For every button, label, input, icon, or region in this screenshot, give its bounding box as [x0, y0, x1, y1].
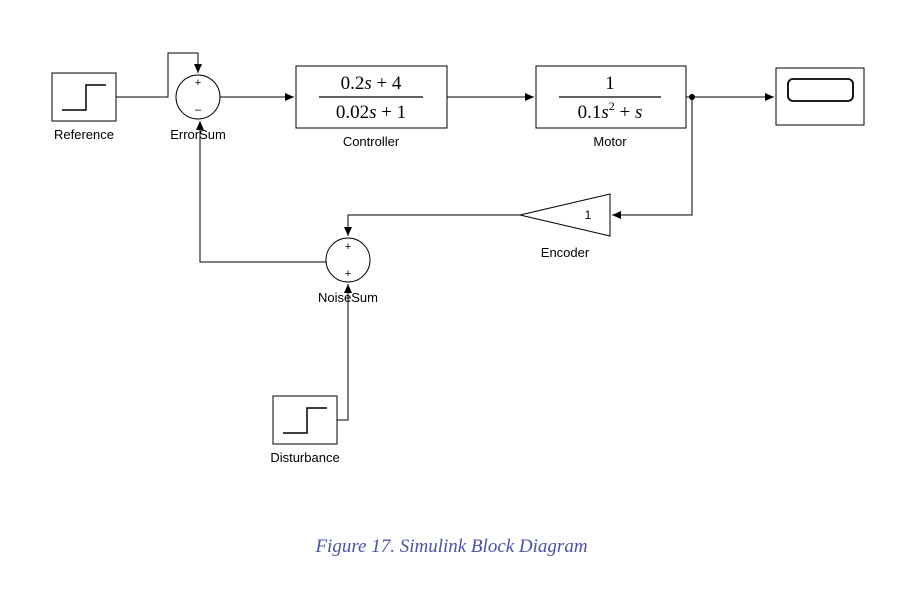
controller-label: Controller	[343, 134, 400, 149]
encoder-gain-value: 1	[585, 208, 592, 222]
branch-point	[689, 94, 695, 100]
motor-label: Motor	[593, 134, 627, 149]
noise-sum-plus-sign-top: +	[345, 241, 351, 253]
reference-block[interactable]	[51, 72, 117, 122]
step-icon	[62, 84, 106, 111]
scope-screen-icon	[787, 78, 854, 102]
encoder-label: Encoder	[541, 245, 590, 260]
controller-block[interactable]: 0.2s + 4 0.02s + 1	[295, 65, 448, 129]
motor-denominator: 0.1s2 + s	[578, 99, 643, 123]
motor-numerator: 1	[605, 73, 615, 94]
signal-motor-to-encoder[interactable]	[612, 97, 693, 219]
noise-sum-plus-sign-bottom: +	[345, 268, 351, 280]
controller-numerator: 0.2s + 4	[341, 73, 402, 94]
encoder-block[interactable]: 1	[519, 193, 611, 237]
error-sum-label: ErrorSum	[170, 127, 226, 142]
disturbance-block[interactable]	[272, 395, 338, 445]
signal-noise-sum-to-error-sum[interactable]	[196, 121, 326, 263]
signal-encoder-to-noise-sum[interactable]	[344, 214, 520, 236]
controller-denominator: 0.02s + 1	[336, 102, 406, 123]
step-icon	[283, 407, 327, 434]
figure-caption: Figure 17. Simulink Block Diagram	[315, 536, 588, 557]
noise-sum-block[interactable]: + +	[325, 237, 371, 283]
signal-reference-to-error-sum[interactable]	[116, 52, 202, 98]
disturbance-label: Disturbance	[270, 450, 339, 465]
error-sum-plus-sign: +	[195, 77, 201, 89]
error-sum-minus-sign: –	[195, 104, 202, 116]
scope-block[interactable]	[775, 67, 865, 126]
motor-block[interactable]: 1 0.1s2 + s	[535, 65, 687, 129]
reference-label: Reference	[54, 127, 114, 142]
signal-disturbance-to-noise-sum[interactable]	[337, 284, 352, 421]
error-sum-block[interactable]: + –	[175, 74, 221, 120]
